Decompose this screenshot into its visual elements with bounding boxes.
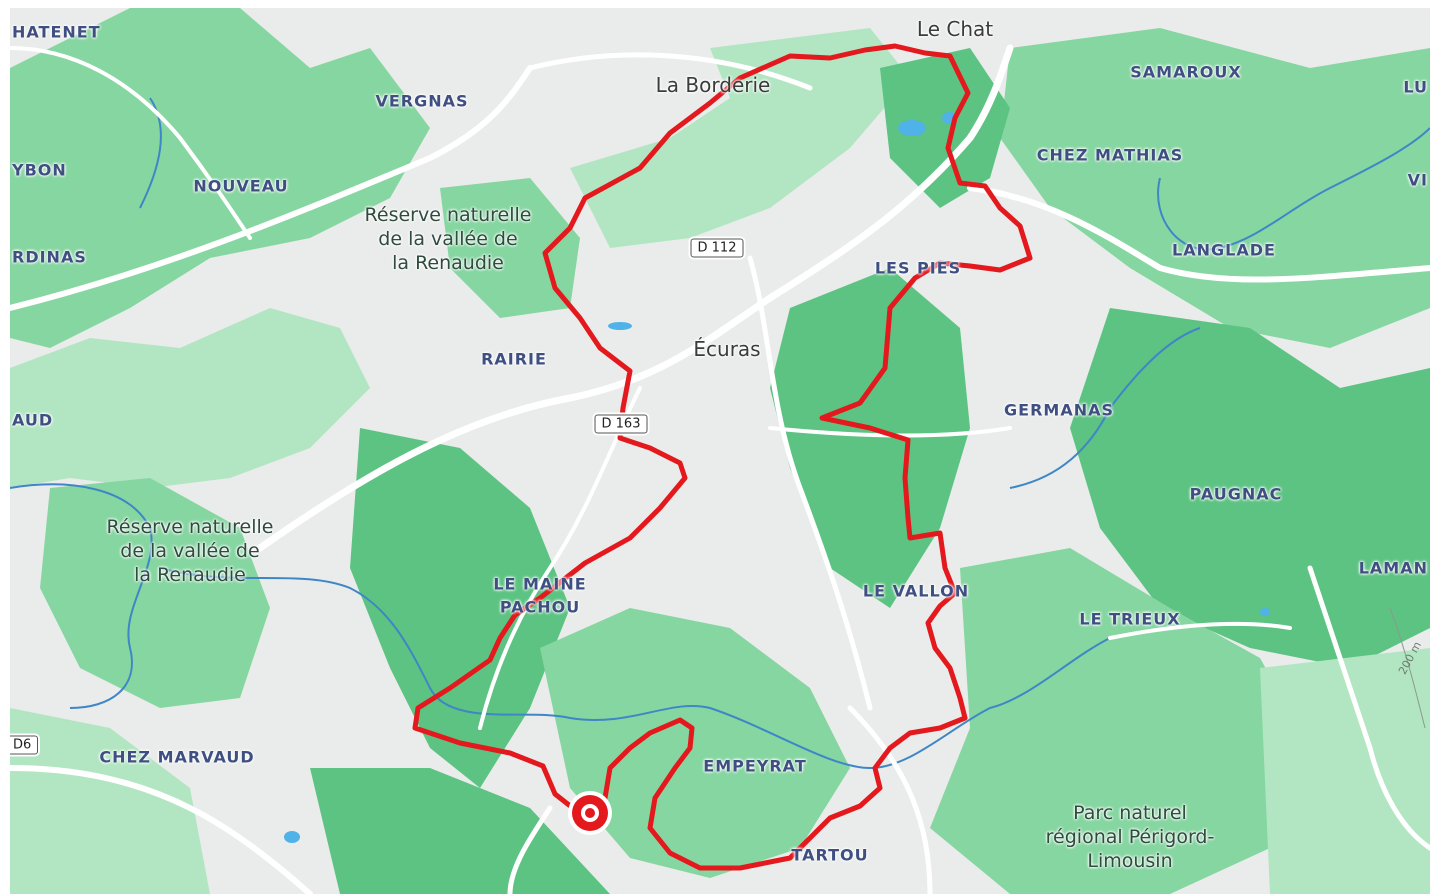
- contour-line: [1389, 607, 1426, 729]
- area-label: Parc naturel régional Périgord- Limousin: [1045, 802, 1215, 872]
- locality-label: YBON: [12, 160, 67, 180]
- locality-label: LANGLADE: [1172, 240, 1276, 260]
- locality-label: PAUGNAC: [1189, 484, 1283, 504]
- start-pin[interactable]: [568, 791, 612, 835]
- area-label: Réserve naturelle de la vallée de la Ren…: [364, 204, 532, 274]
- road-shield: D6: [10, 735, 39, 755]
- road-layer: [10, 44, 1430, 894]
- locality-label: EMPEYRAT: [703, 756, 807, 776]
- forest-layer: [10, 8, 1430, 894]
- route-path[interactable]: [412, 43, 1033, 871]
- locality-label: CHEZ MARVAUD: [99, 747, 255, 767]
- locality-label: GERMANAS: [1004, 400, 1114, 420]
- locality-label: PACHOU: [499, 597, 581, 617]
- locality-label: RDINAS: [12, 247, 87, 267]
- locality-label: SAMAROUX: [1130, 62, 1242, 82]
- map-canvas[interactable]: [10, 8, 1430, 894]
- locality-label: AUD: [12, 410, 54, 430]
- locality-label: HATENET: [12, 22, 101, 42]
- locality-label: VERGNAS: [375, 91, 469, 111]
- town-label: Le Chat: [916, 17, 994, 41]
- locality-label: LAMAN: [1358, 558, 1428, 578]
- map-view[interactable]: Le Chat La Borderie Écuras HATENET VERGN…: [10, 8, 1430, 894]
- area-label: Réserve naturelle de la vallée de la Ren…: [106, 516, 274, 586]
- road-shield: D 112: [690, 238, 744, 258]
- locality-label: CHEZ MATHIAS: [1036, 145, 1184, 165]
- town-label: Écuras: [693, 337, 761, 361]
- river-layer: [10, 97, 1430, 770]
- locality-label: VI: [1407, 170, 1428, 190]
- water-layer: [284, 112, 1270, 843]
- locality-label: LE TRIEUX: [1079, 609, 1181, 629]
- road-shield: D 163: [594, 414, 648, 434]
- locality-label: RAIRIE: [481, 349, 547, 369]
- locality-label: TARTOU: [791, 845, 869, 865]
- locality-label: NOUVEAU: [193, 176, 289, 196]
- locality-label: LES PIES: [874, 258, 962, 278]
- locality-label: LU: [1403, 77, 1428, 97]
- locality-label: LE VALLON: [862, 581, 970, 601]
- locality-label: LE MAINE: [493, 574, 587, 594]
- town-label: La Borderie: [655, 73, 771, 97]
